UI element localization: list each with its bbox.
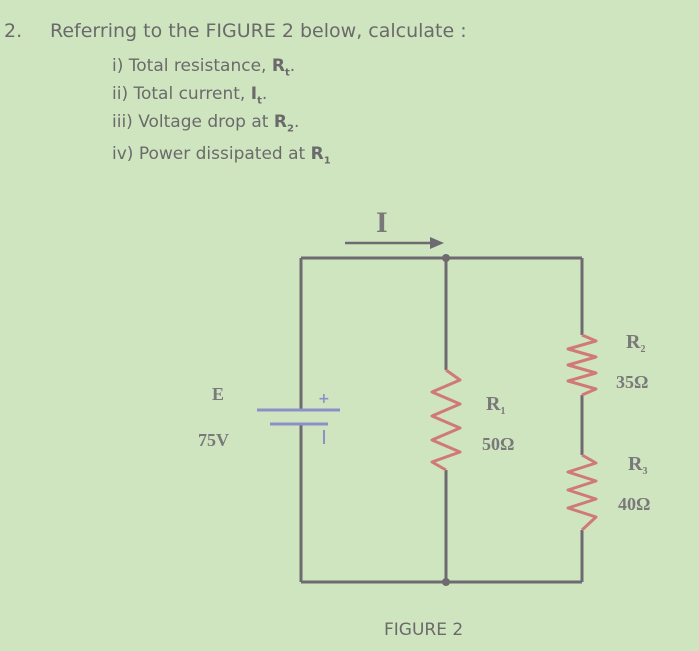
- current-label: I: [376, 206, 388, 239]
- question-stem: Referring to the FIGURE 2 below, calcula…: [50, 20, 467, 42]
- source-label: E: [212, 384, 224, 404]
- question-number: 2.: [4, 20, 23, 42]
- node-top: [442, 254, 450, 262]
- r2-value: 35Ω: [616, 372, 648, 392]
- resistor-r3: [566, 453, 598, 532]
- item-symbol: R: [310, 144, 324, 164]
- r3-value: 40Ω: [618, 494, 650, 514]
- item-subscript: 1: [323, 155, 331, 167]
- node-bottom: [442, 578, 450, 586]
- wires: [299, 256, 584, 584]
- item-symbol: R: [271, 56, 285, 76]
- item-text: iii) Voltage drop at: [112, 112, 274, 132]
- item-suffix: .: [289, 56, 296, 76]
- item-suffix: .: [261, 84, 268, 104]
- item-text: iv) Power dissipated at: [112, 144, 311, 164]
- figure-caption: FIGURE 2: [384, 620, 464, 640]
- r2-label: R2: [626, 331, 645, 355]
- subquestion-1: i) Total resistance, Rt.: [112, 56, 295, 78]
- subquestion-3: iii) Voltage drop at R2.: [112, 112, 299, 134]
- current-arrow: [345, 237, 444, 249]
- battery-symbol: [257, 408, 340, 426]
- plus-sign: +: [318, 391, 330, 407]
- resistor-r1: [430, 368, 462, 472]
- source-value: 75V: [198, 430, 229, 450]
- item-subscript: 2: [286, 123, 294, 135]
- r1-label: R1: [486, 393, 505, 417]
- subquestion-2: ii) Total current, It.: [112, 84, 267, 106]
- item-text: ii) Total current,: [112, 84, 251, 104]
- item-symbol: R: [273, 112, 287, 132]
- r1-value: 50Ω: [482, 434, 514, 454]
- item-text: i) Total resistance,: [112, 56, 272, 76]
- item-subscript: t: [284, 67, 290, 79]
- item-suffix: .: [293, 112, 300, 132]
- subquestion-4: iv) Power dissipated at R1: [112, 144, 331, 166]
- resistor-r2: [566, 333, 598, 397]
- item-subscript: t: [257, 95, 262, 107]
- item-symbol: I: [250, 84, 258, 104]
- r3-label: R3: [628, 453, 647, 477]
